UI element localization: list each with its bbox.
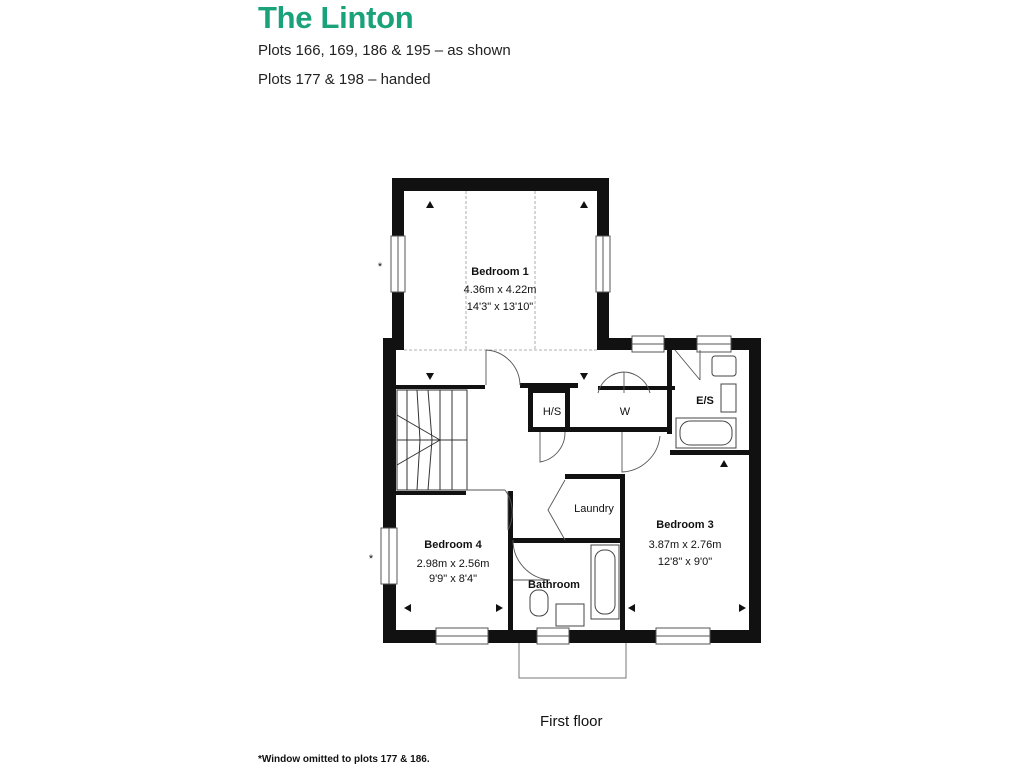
fixtures bbox=[529, 355, 737, 627]
bedroom1-imperial: 14'3" x 13'10" bbox=[467, 301, 534, 313]
w-label: W bbox=[620, 406, 631, 418]
hs-label: H/S bbox=[543, 406, 561, 418]
staircase bbox=[396, 389, 468, 491]
page-title: The Linton bbox=[258, 0, 414, 35]
room-labels: Bedroom 1 4.36m x 4.22m 14'3" x 13'10" B… bbox=[369, 261, 722, 591]
ceiling-lines bbox=[404, 191, 597, 351]
bedroom4-imperial: 9'9" x 8'4" bbox=[429, 573, 477, 585]
bedroom4-name: Bedroom 4 bbox=[424, 539, 482, 551]
bathroom-label: Bathroom bbox=[528, 579, 580, 591]
dimension-arrows bbox=[404, 201, 746, 612]
es-label: E/S bbox=[696, 395, 714, 407]
window-asterisk-bottom: * bbox=[369, 553, 374, 565]
floor-label: First floor bbox=[540, 713, 603, 730]
plots-as-shown: Plots 166, 169, 186 & 195 – as shown bbox=[258, 42, 511, 59]
plots-handed: Plots 177 & 198 – handed bbox=[258, 71, 431, 88]
bedroom3-name: Bedroom 3 bbox=[656, 519, 713, 531]
porch-outline bbox=[518, 643, 627, 679]
windows bbox=[380, 235, 732, 645]
bedroom4-metric: 2.98m x 2.56m bbox=[417, 558, 490, 570]
laundry-label: Laundry bbox=[574, 503, 614, 515]
window-asterisk-top: * bbox=[378, 261, 383, 273]
bedroom1-name: Bedroom 1 bbox=[471, 266, 528, 278]
internal-walls bbox=[396, 350, 749, 630]
bedroom3-imperial: 12'8" x 9'0" bbox=[658, 556, 712, 568]
door-swings bbox=[466, 349, 701, 581]
bedroom1-metric: 4.36m x 4.22m bbox=[464, 284, 537, 296]
footnote: *Window omitted to plots 177 & 186. bbox=[258, 754, 430, 765]
bedroom3-metric: 3.87m x 2.76m bbox=[649, 539, 722, 551]
